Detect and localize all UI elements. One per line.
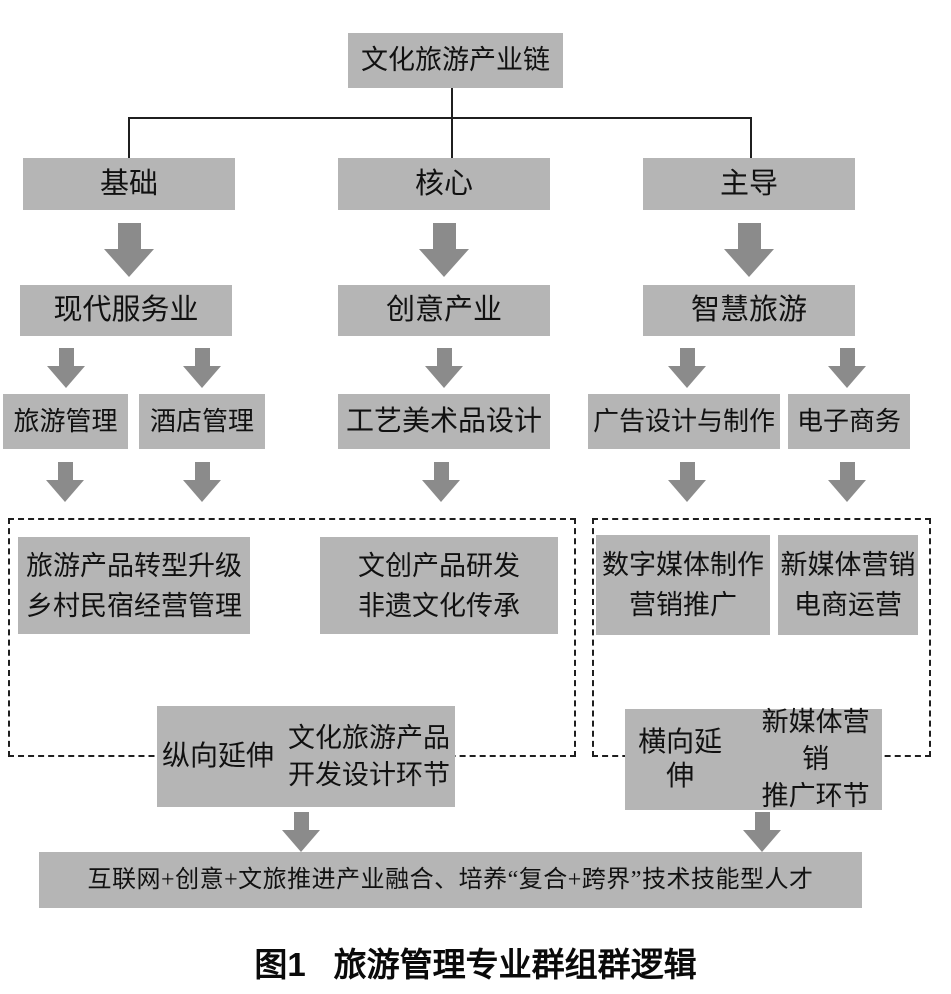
arrow-down-icon (668, 348, 706, 388)
node-root: 文化旅游产业链 (348, 33, 563, 88)
node-vertical-extension: 纵向延伸 文化旅游产品 开发设计环节 (157, 706, 455, 807)
arrow-down-icon (104, 223, 154, 277)
arrow-down-icon (46, 462, 84, 502)
node-line: 新媒体营销 (780, 550, 916, 580)
node-line: 开发设计环节 (288, 759, 450, 790)
node-conclusion: 互联网+创意+文旅推进产业融合、培养“复合+跨界”技术技能型人才 (39, 852, 862, 908)
connector-rail (128, 117, 752, 119)
node-line: 营销推广 (629, 590, 737, 620)
node-core: 核心 (338, 158, 550, 210)
node-ecommerce: 电子商务 (788, 394, 910, 449)
arrow-down-icon (183, 348, 221, 388)
arrow-down-icon (47, 348, 85, 388)
connector-drop-right (750, 118, 752, 158)
node-leading-label: 主导 (719, 167, 778, 200)
arrow-down-icon (425, 348, 463, 388)
arrow-down-icon (422, 462, 460, 502)
node-line: 旅游产品转型升级 (26, 550, 242, 581)
node-line: 新媒体营销 (761, 707, 870, 774)
arrow-down-icon (743, 812, 781, 852)
node-root-label: 文化旅游产业链 (361, 45, 550, 76)
figure-caption: 图1 旅游管理专业群组群逻辑 (0, 938, 951, 986)
arrow-down-icon (828, 462, 866, 502)
node-horizontal-extension-detail: 新媒体营销 推广环节 (749, 704, 882, 815)
node-arts-crafts-design-label: 工艺美术品设计 (345, 405, 542, 437)
node-arts-crafts-design: 工艺美术品设计 (338, 394, 550, 449)
node-line: 电商运营 (794, 590, 902, 620)
node-line: 数字媒体制作 (602, 550, 764, 580)
node-horizontal-extension: 横向延伸 新媒体营销 推广环节 (625, 707, 882, 811)
node-foundation-label: 基础 (99, 167, 158, 200)
node-cultural-creative-rd: 文创产品研发 非遗文化传承 (320, 537, 558, 634)
node-leading: 主导 (643, 158, 855, 210)
arrow-down-icon (183, 462, 221, 502)
arrow-down-icon (419, 223, 469, 277)
figure-number: 图1 (254, 946, 306, 983)
node-tourism-management: 旅游管理 (3, 394, 128, 449)
node-hotel-management-label: 酒店管理 (149, 406, 254, 436)
node-conclusion-label: 互联网+创意+文旅推进产业融合、培养“复合+跨界”技术技能型人才 (87, 866, 814, 893)
node-foundation: 基础 (23, 158, 235, 210)
node-tourism-management-label: 旅游管理 (13, 406, 118, 436)
node-line: 非遗文化传承 (358, 590, 520, 621)
node-line: 乡村民宿经营管理 (26, 590, 242, 621)
node-vertical-extension-label: 纵向延伸 (161, 740, 274, 772)
node-modern-service: 现代服务业 (20, 285, 232, 336)
figure-title: 旅游管理专业群组群逻辑 (333, 946, 697, 983)
node-line: 推广环节 (761, 781, 870, 811)
node-vertical-extension-detail: 文化旅游产品 开发设计环节 (288, 720, 450, 794)
node-tourism-product-upgrade: 旅游产品转型升级 乡村民宿经营管理 (18, 537, 250, 634)
node-smart-tourism-label: 智慧旅游 (690, 294, 807, 327)
arrow-down-icon (282, 812, 320, 852)
node-core-label: 核心 (414, 167, 473, 200)
node-ecommerce-label: 电子商务 (796, 406, 901, 436)
connector-drop-mid (451, 118, 453, 158)
node-horizontal-extension-label: 横向延伸 (638, 726, 723, 792)
node-modern-service-label: 现代服务业 (53, 294, 199, 327)
node-smart-tourism: 智慧旅游 (643, 285, 855, 336)
node-new-media-marketing: 新媒体营销 电商运营 (778, 535, 918, 635)
node-creative-industry: 创意产业 (338, 285, 550, 336)
connector-root-drop (451, 88, 453, 118)
node-ad-design-production: 广告设计与制作 (588, 394, 780, 449)
node-line: 文化旅游产品 (288, 722, 450, 753)
node-hotel-management: 酒店管理 (139, 394, 265, 449)
arrow-down-icon (668, 462, 706, 502)
node-creative-industry-label: 创意产业 (385, 294, 502, 327)
connector-drop-left (128, 118, 130, 158)
node-line: 文创产品研发 (358, 550, 520, 581)
node-ad-design-production-label: 广告设计与制作 (592, 406, 775, 436)
node-digital-media-production: 数字媒体制作 营销推广 (596, 535, 770, 635)
arrow-down-icon (724, 223, 774, 277)
arrow-down-icon (828, 348, 866, 388)
